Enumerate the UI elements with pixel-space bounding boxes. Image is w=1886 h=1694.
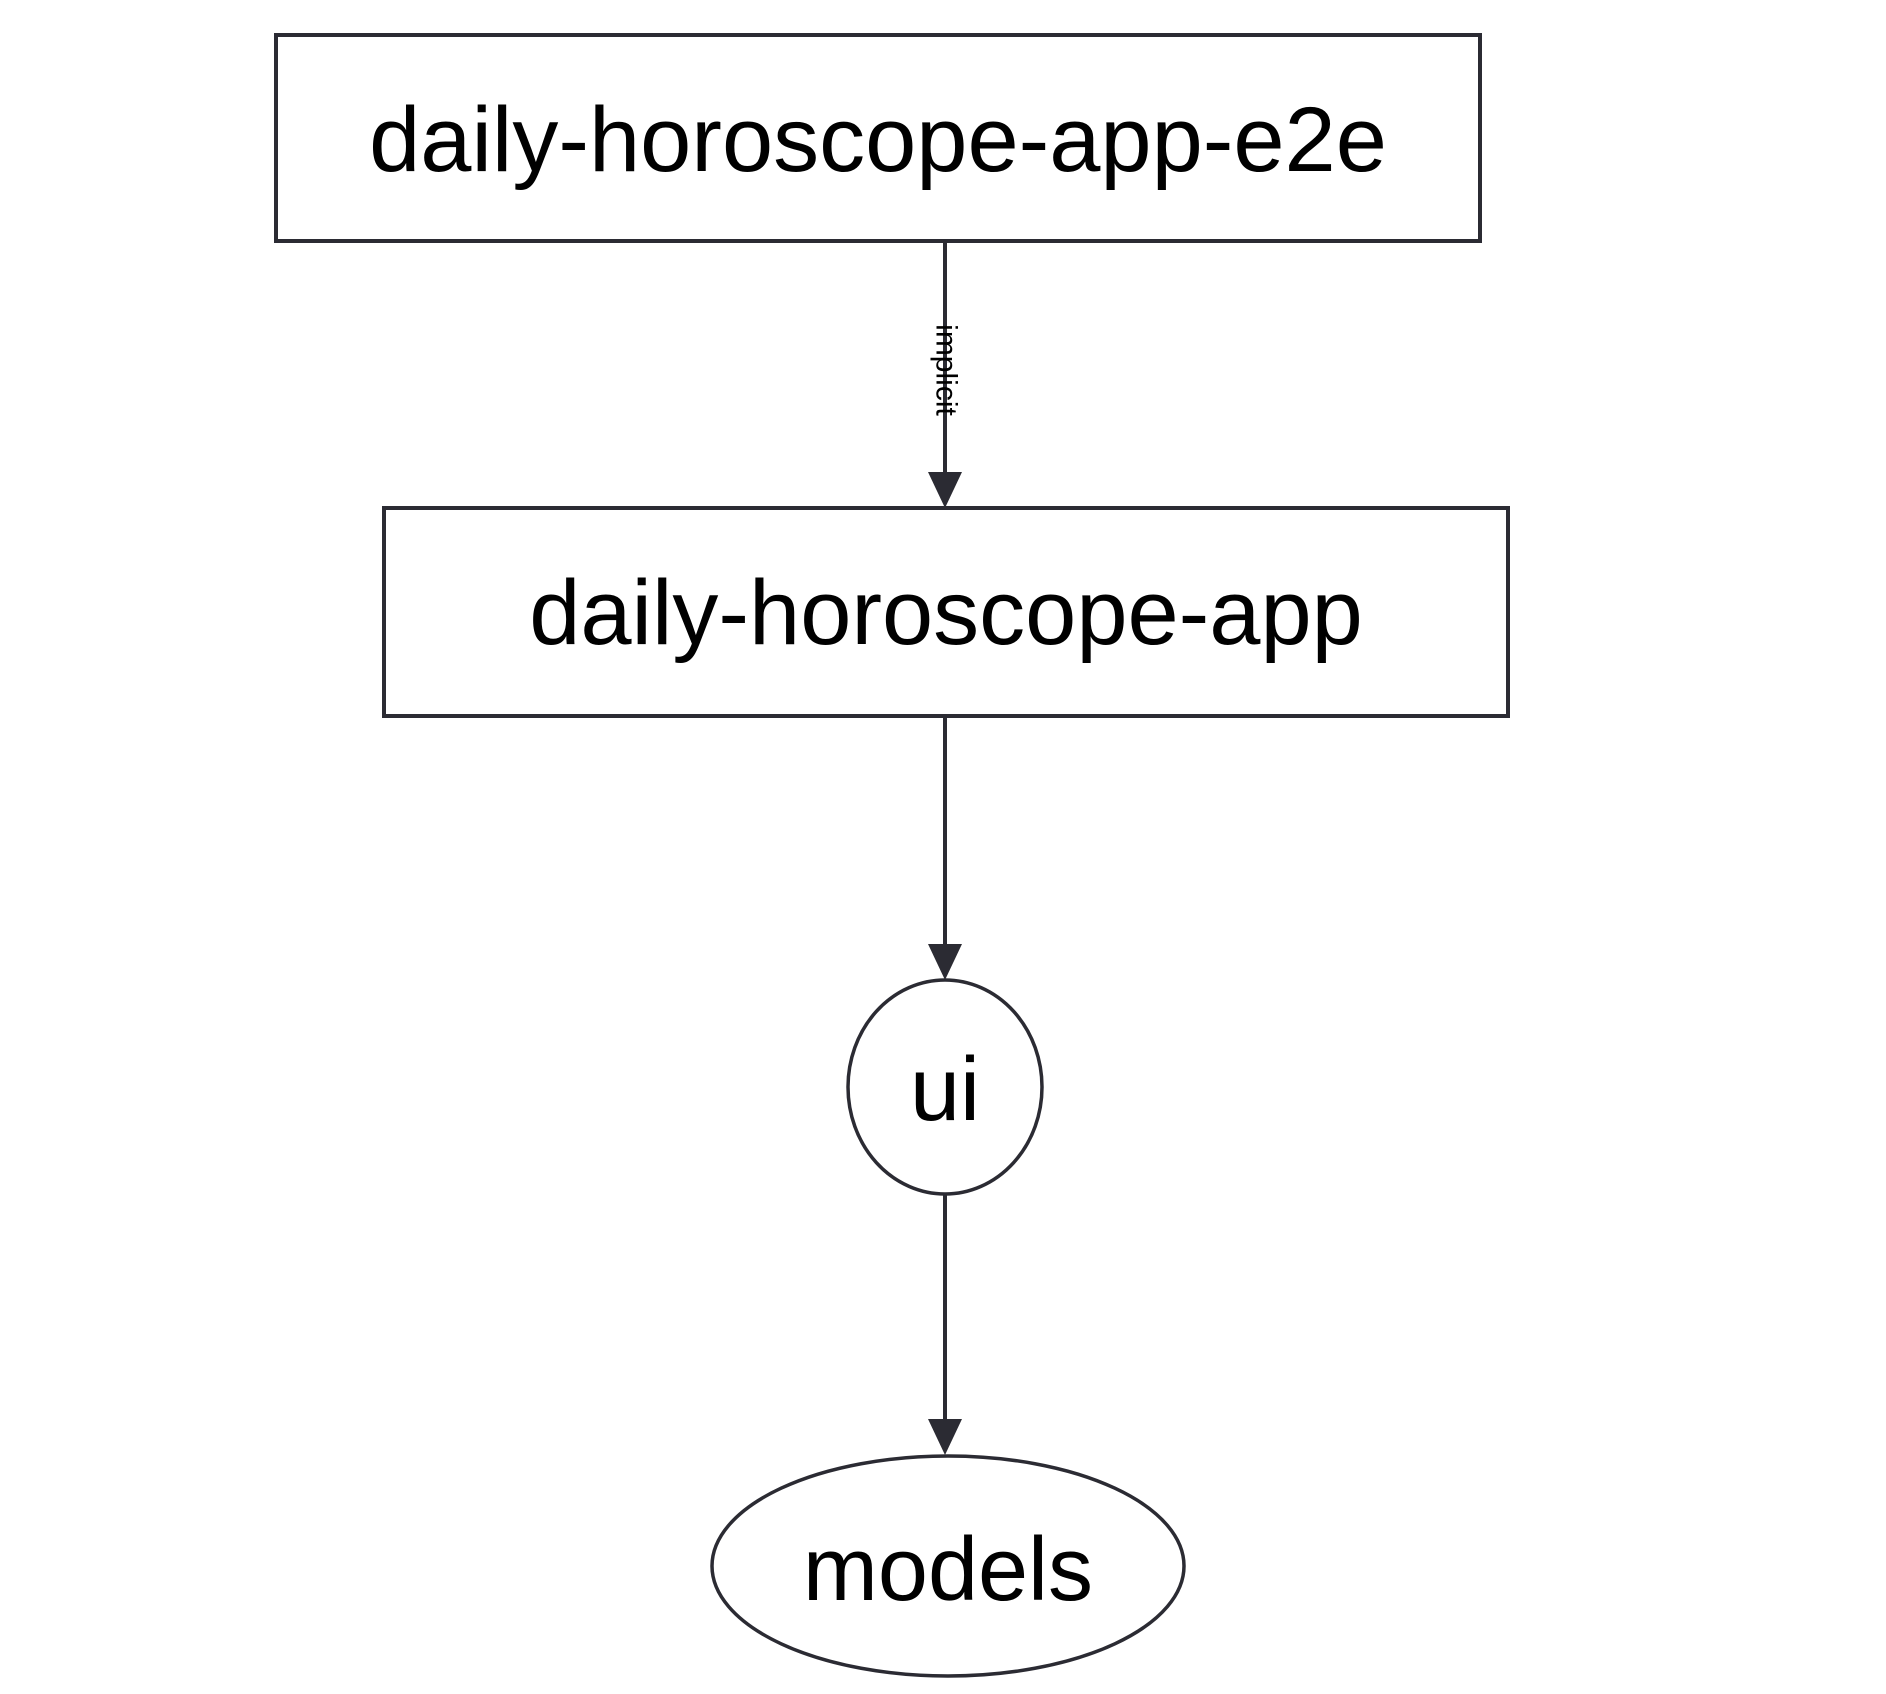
edge-ui-to-models-arrowhead bbox=[928, 1419, 962, 1455]
edge-app-to-ui[interactable] bbox=[928, 718, 962, 980]
edge-label-implicit: implicit bbox=[930, 324, 963, 416]
node-ui-ellipse bbox=[846, 978, 1044, 1196]
node-daily-horoscope-app-e2e[interactable]: daily-horoscope-app-e2e bbox=[274, 33, 1482, 243]
edge-e2e-to-app-arrowhead bbox=[928, 472, 962, 508]
node-ui-label: ui bbox=[910, 1040, 980, 1140]
edge-app-to-ui-arrowhead bbox=[928, 944, 962, 980]
node-models-ellipse bbox=[710, 1454, 1186, 1678]
node-daily-horoscope-app-e2e-box bbox=[274, 33, 1482, 243]
node-daily-horoscope-app-label: daily-horoscope-app bbox=[529, 562, 1363, 664]
node-ui[interactable]: ui bbox=[846, 978, 1044, 1196]
node-daily-horoscope-app-e2e-label: daily-horoscope-app-e2e bbox=[369, 89, 1387, 191]
edge-e2e-to-app[interactable]: implicit bbox=[928, 243, 963, 508]
node-models[interactable]: models bbox=[710, 1454, 1186, 1678]
node-daily-horoscope-app[interactable]: daily-horoscope-app bbox=[382, 506, 1510, 718]
node-models-label: models bbox=[803, 1520, 1093, 1620]
edge-ui-to-models[interactable] bbox=[928, 1192, 962, 1455]
node-daily-horoscope-app-box bbox=[382, 506, 1510, 718]
